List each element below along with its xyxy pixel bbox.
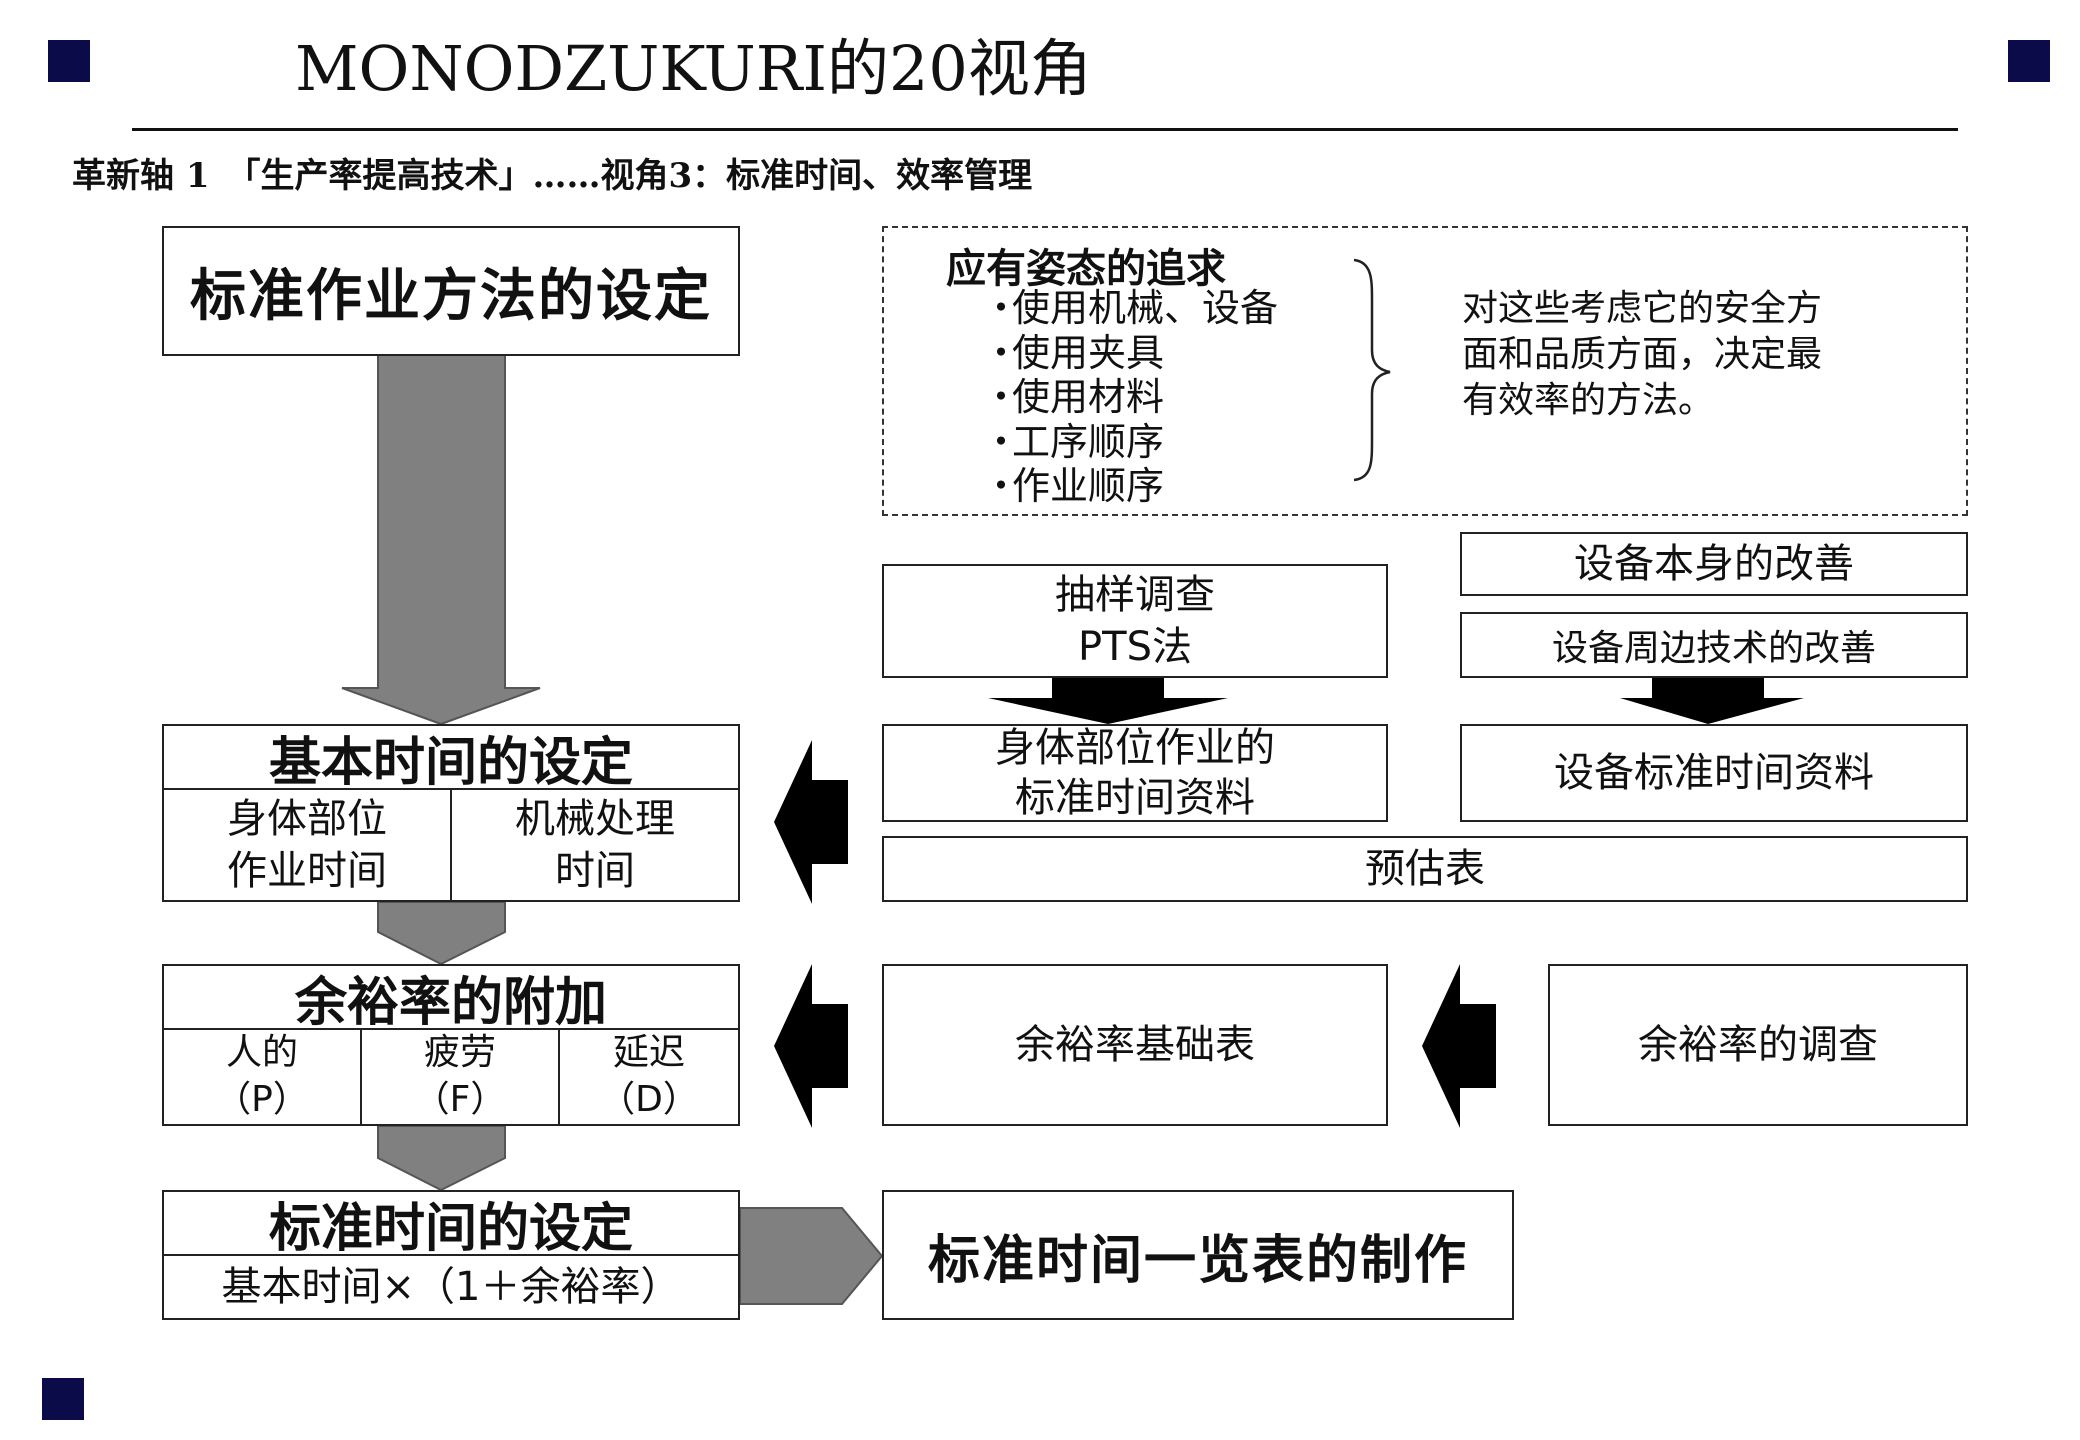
standard-time-box: 标准时间的设定 基本时间×（1＋余裕率） (162, 1190, 740, 1320)
black-down-arrow-2 (1620, 678, 1804, 724)
gray-down-arrow-1 (341, 353, 541, 726)
page-subtitle: 革新轴 1 「生产率提高技术」……视角3：标准时间、效率管理 (72, 156, 1033, 196)
basic-time-box: 基本时间的设定 身体部位 作业时间 机械处理 时间 (162, 724, 740, 902)
allowance-survey-box: 余裕率的调查 (1548, 964, 1968, 1126)
gray-down-arrow-3 (377, 1125, 506, 1192)
ideal-item: ・使用夹具 (982, 330, 1165, 375)
corner-square-top-right (2008, 40, 2050, 82)
equipment-standard-data-box: 设备标准时间资料 (1460, 724, 1968, 822)
body-part-time-cell: 身体部位 作业时间 (164, 790, 452, 900)
standard-method-label: 标准作业方法的设定 (190, 262, 712, 329)
curly-brace (1353, 258, 1391, 482)
ideal-item: ・使用材料 (982, 375, 1165, 419)
allowance-personal-cell: 人的 （P） (164, 1030, 362, 1124)
basic-time-title: 基本时间的设定 (164, 726, 738, 793)
ideal-state-list: ・使用机械、设备 ・使用夹具 ・使用材料 ・工序顺序 ・作业顺序 (982, 286, 1278, 509)
ideal-state-title: 应有姿态的追求 (946, 246, 1226, 292)
ideal-state-note: 对这些考虑它的安全方 面和品质方面，决定最 有效率的方法。 (1462, 288, 1823, 421)
allowance-delay-cell: 延迟 （D） (599, 1032, 699, 1120)
black-left-arrow-1 (774, 740, 848, 904)
body-part-standard-data-box: 身体部位作业的 标准时间资料 (882, 724, 1388, 822)
allowance-title: 余裕率的附加 (164, 966, 738, 1033)
machine-time-cell: 机械处理 时间 (515, 796, 675, 894)
ideal-state-box (882, 226, 1968, 516)
standard-time-title: 标准时间的设定 (164, 1192, 738, 1259)
gray-down-arrow-2 (377, 901, 506, 966)
estimate-table-box: 预估表 (882, 836, 1968, 902)
ideal-item: ・工序顺序 (982, 419, 1165, 464)
allowance-fatigue-cell: 疲劳 （F） (362, 1030, 560, 1124)
allowance-box: 余裕率的附加 人的 （P） 疲劳 （F） 延迟 （D） (162, 964, 740, 1126)
sampling-pts-box: 抽样调查 PTS法 (882, 564, 1388, 678)
equipment-surrounding-improvement-box: 设备周边技术的改善 (1460, 612, 1968, 678)
black-left-arrow-2 (774, 964, 848, 1128)
corner-square-top-left (48, 40, 90, 82)
allowance-base-table-box: 余裕率基础表 (882, 964, 1388, 1126)
ideal-item: ・使用机械、设备 (982, 286, 1279, 330)
equipment-self-improvement-box: 设备本身的改善 (1460, 532, 1968, 596)
standard-method-box: 标准作业方法的设定 (162, 226, 740, 356)
title-rule (132, 128, 1958, 131)
black-down-arrow-1 (988, 678, 1228, 724)
black-left-arrow-3 (1422, 964, 1496, 1128)
ideal-item: ・作业顺序 (982, 464, 1165, 508)
page-title: MONODZUKURI的20视角 (295, 32, 1092, 105)
standard-time-formula: 基本时间×（1＋余裕率） (221, 1264, 681, 1310)
corner-square-bottom-left (42, 1378, 84, 1420)
gray-right-arrow (739, 1207, 884, 1305)
standard-time-list-box: 标准时间一览表的制作 (882, 1190, 1514, 1320)
